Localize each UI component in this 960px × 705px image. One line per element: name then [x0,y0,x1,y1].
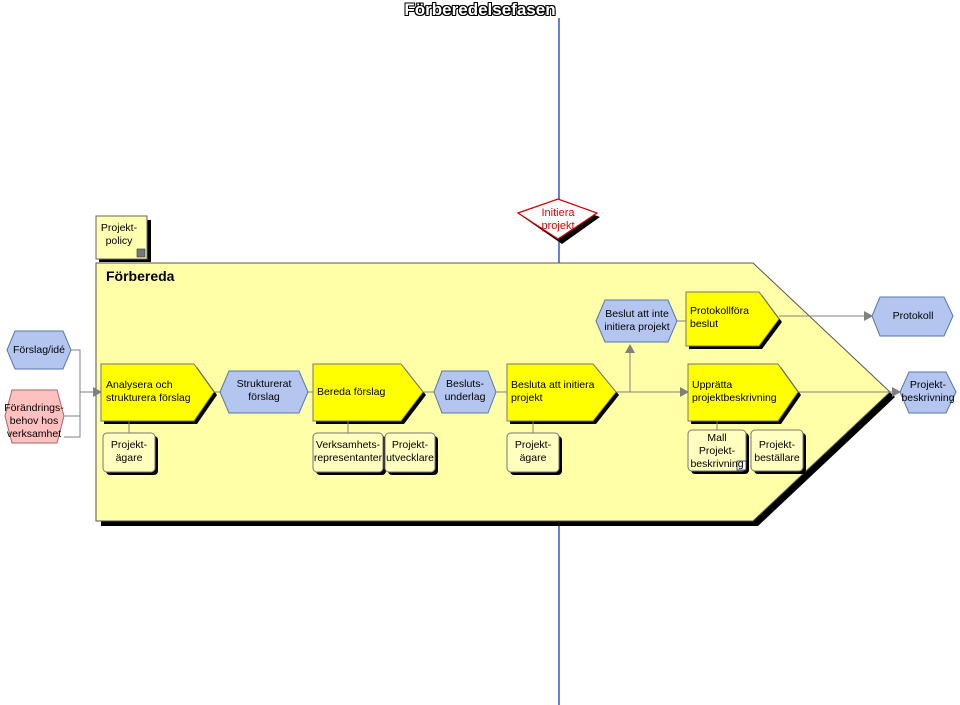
event-shape-forslag-ide [6,330,72,370]
function-shape-protokollfora [685,291,780,347]
interface-shape [516,198,599,240]
role-shape-verksamhet [312,432,384,473]
event-shape-protokoll [871,296,954,337]
role-shape-utvecklare [384,432,436,473]
role-shape-bestallare [750,429,804,472]
role-shape-agare1 [102,432,156,473]
mall-link-icon[interactable] [736,460,747,471]
role-shape-agare2 [506,432,560,473]
function-shape-analysera [100,363,215,422]
event-shape-projektbeskrivning [899,371,957,414]
function-shape-upprata [687,363,799,422]
diagram-title: Förberedelsefasen [404,0,556,19]
event-shape-beslutsunderlag [433,370,497,414]
connector-left [64,349,81,438]
event-shape-strukturerat [219,370,309,414]
function-shape-besluta [506,363,617,422]
document-link-icon[interactable] [136,248,146,258]
function-shape-bereda [312,363,424,422]
event-shape-forandring [4,389,65,444]
event-shape-beslut-inte [595,299,678,343]
